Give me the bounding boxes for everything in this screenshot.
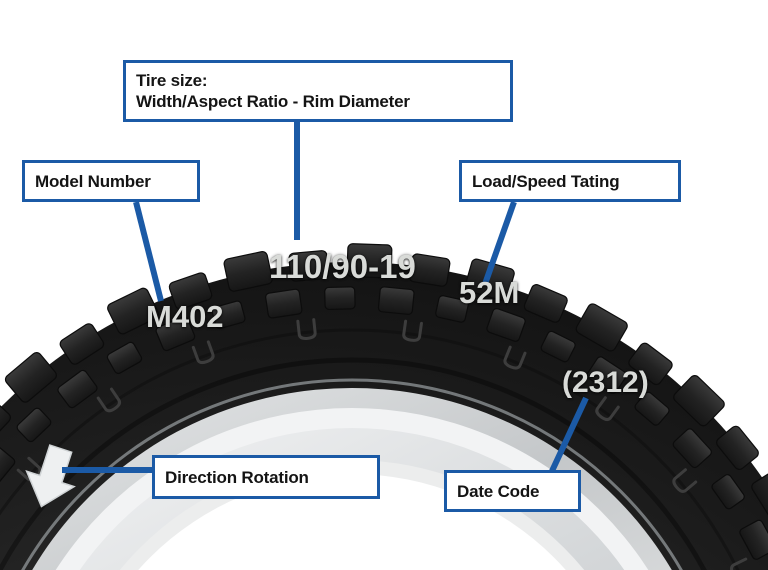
sidewall-text-load-speed: 52M [459, 275, 520, 310]
leader-load-speed [482, 200, 517, 286]
callout-date-code: Date Code [444, 470, 581, 512]
callout-direction-rotation: Direction Rotation [152, 455, 380, 499]
callout-model-number: Model Number [22, 160, 200, 202]
callout-load-speed-rating-label: Load/Speed Tating [472, 171, 620, 191]
callout-tire-size: Tire size: Width/Aspect Ratio - Rim Diam… [123, 60, 513, 122]
sidewall-text-model: M402 [146, 299, 224, 334]
sidewall-text-tire-size: 110/90-19 [269, 248, 416, 285]
callout-model-number-label: Model Number [35, 171, 151, 191]
sidewall-text-date-code: (2312) [562, 366, 649, 399]
rotation-arrow-icon [25, 444, 76, 508]
leader-date-code [549, 396, 589, 473]
callout-direction-rotation-label: Direction Rotation [165, 467, 309, 487]
leader-model-number [133, 201, 164, 302]
callout-tire-size-line2: Width/Aspect Ratio - Rim Diameter [136, 92, 410, 111]
callout-tire-size-line1: Tire size: [136, 71, 208, 90]
callout-date-code-label: Date Code [457, 481, 540, 501]
callout-load-speed-rating: Load/Speed Tating [459, 160, 681, 202]
